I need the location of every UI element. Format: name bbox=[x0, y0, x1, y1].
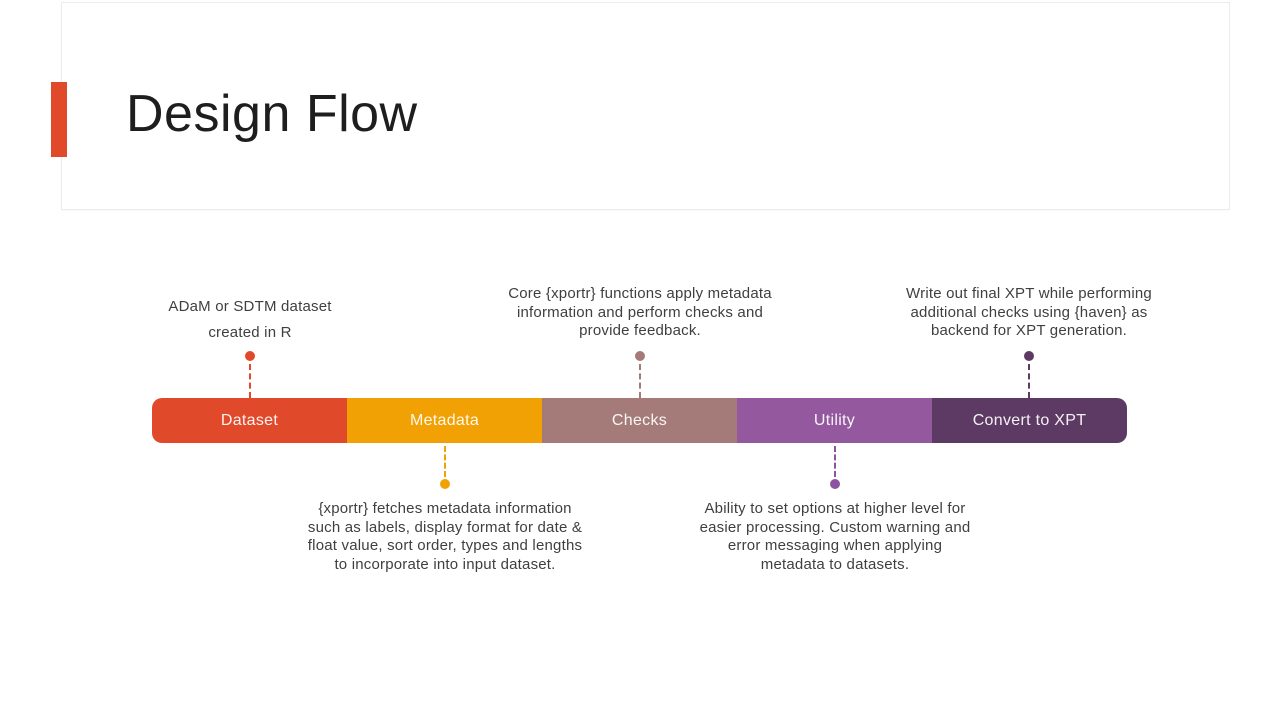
connector-dot-convert-to-xpt bbox=[1024, 351, 1034, 361]
annotation-text-line: metadata to datasets. bbox=[760, 555, 910, 573]
annotation-above-dataset: ADaM or SDTM dataset created in R bbox=[110, 294, 390, 346]
annotation-text-line: float value, sort order, types and lengt… bbox=[307, 537, 583, 554]
connector-dot-dataset bbox=[245, 351, 255, 361]
annotation-text-line: Core {xportr} functions apply metadata bbox=[508, 285, 772, 302]
annotation-text-line: created in R bbox=[208, 324, 292, 341]
connector-dot-checks bbox=[635, 351, 645, 361]
connector-line-convert-to-xpt bbox=[1028, 364, 1030, 398]
title-accent-bar bbox=[51, 82, 67, 157]
annotation-text-line: backend for XPT generation. bbox=[930, 322, 1128, 339]
annotation-text-line: error messaging when applying bbox=[727, 537, 943, 554]
annotation-text-line: easier processing. Custom warning and bbox=[699, 518, 971, 536]
flow-bar: Dataset Metadata Checks Utility Convert … bbox=[152, 398, 1127, 443]
connector-line-utility bbox=[834, 446, 836, 477]
flow-segment-utility: Utility bbox=[737, 398, 932, 443]
title-panel bbox=[61, 2, 1230, 210]
connector-line-checks bbox=[639, 364, 641, 398]
annotation-text-line: {xportr} fetches metadata information bbox=[318, 500, 572, 517]
annotation-text-line: ADaM or SDTM dataset bbox=[168, 298, 332, 315]
slide-title: Design Flow bbox=[126, 85, 418, 143]
annotation-text-line: Write out final XPT while performing bbox=[906, 285, 1152, 302]
connector-line-dataset bbox=[249, 364, 251, 398]
flow-segment-dataset: Dataset bbox=[152, 398, 347, 443]
connector-dot-utility bbox=[830, 479, 840, 489]
annotation-text-line: to incorporate into input dataset. bbox=[334, 555, 556, 573]
annotation-text-line: additional checks using {haven} as bbox=[910, 303, 1148, 321]
annotation-below-utility: Ability to set options at higher level f… bbox=[660, 500, 1010, 574]
annotation-above-convert-to-xpt: Write out final XPT while performing add… bbox=[854, 285, 1204, 341]
connector-line-metadata bbox=[444, 446, 446, 477]
annotation-text-line: Ability to set options at higher level f… bbox=[704, 500, 966, 517]
flow-segment-metadata: Metadata bbox=[347, 398, 542, 443]
annotation-above-checks: Core {xportr} functions apply metadata i… bbox=[465, 285, 815, 341]
annotation-text-line: such as labels, display format for date … bbox=[307, 518, 583, 536]
connector-dot-metadata bbox=[440, 479, 450, 489]
annotation-text-line: provide feedback. bbox=[579, 322, 701, 339]
flow-segment-convert-to-xpt: Convert to XPT bbox=[932, 398, 1127, 443]
annotation-text-line: information and perform checks and bbox=[516, 303, 764, 321]
flow-segment-checks: Checks bbox=[542, 398, 737, 443]
annotation-below-metadata: {xportr} fetches metadata information su… bbox=[270, 500, 620, 574]
